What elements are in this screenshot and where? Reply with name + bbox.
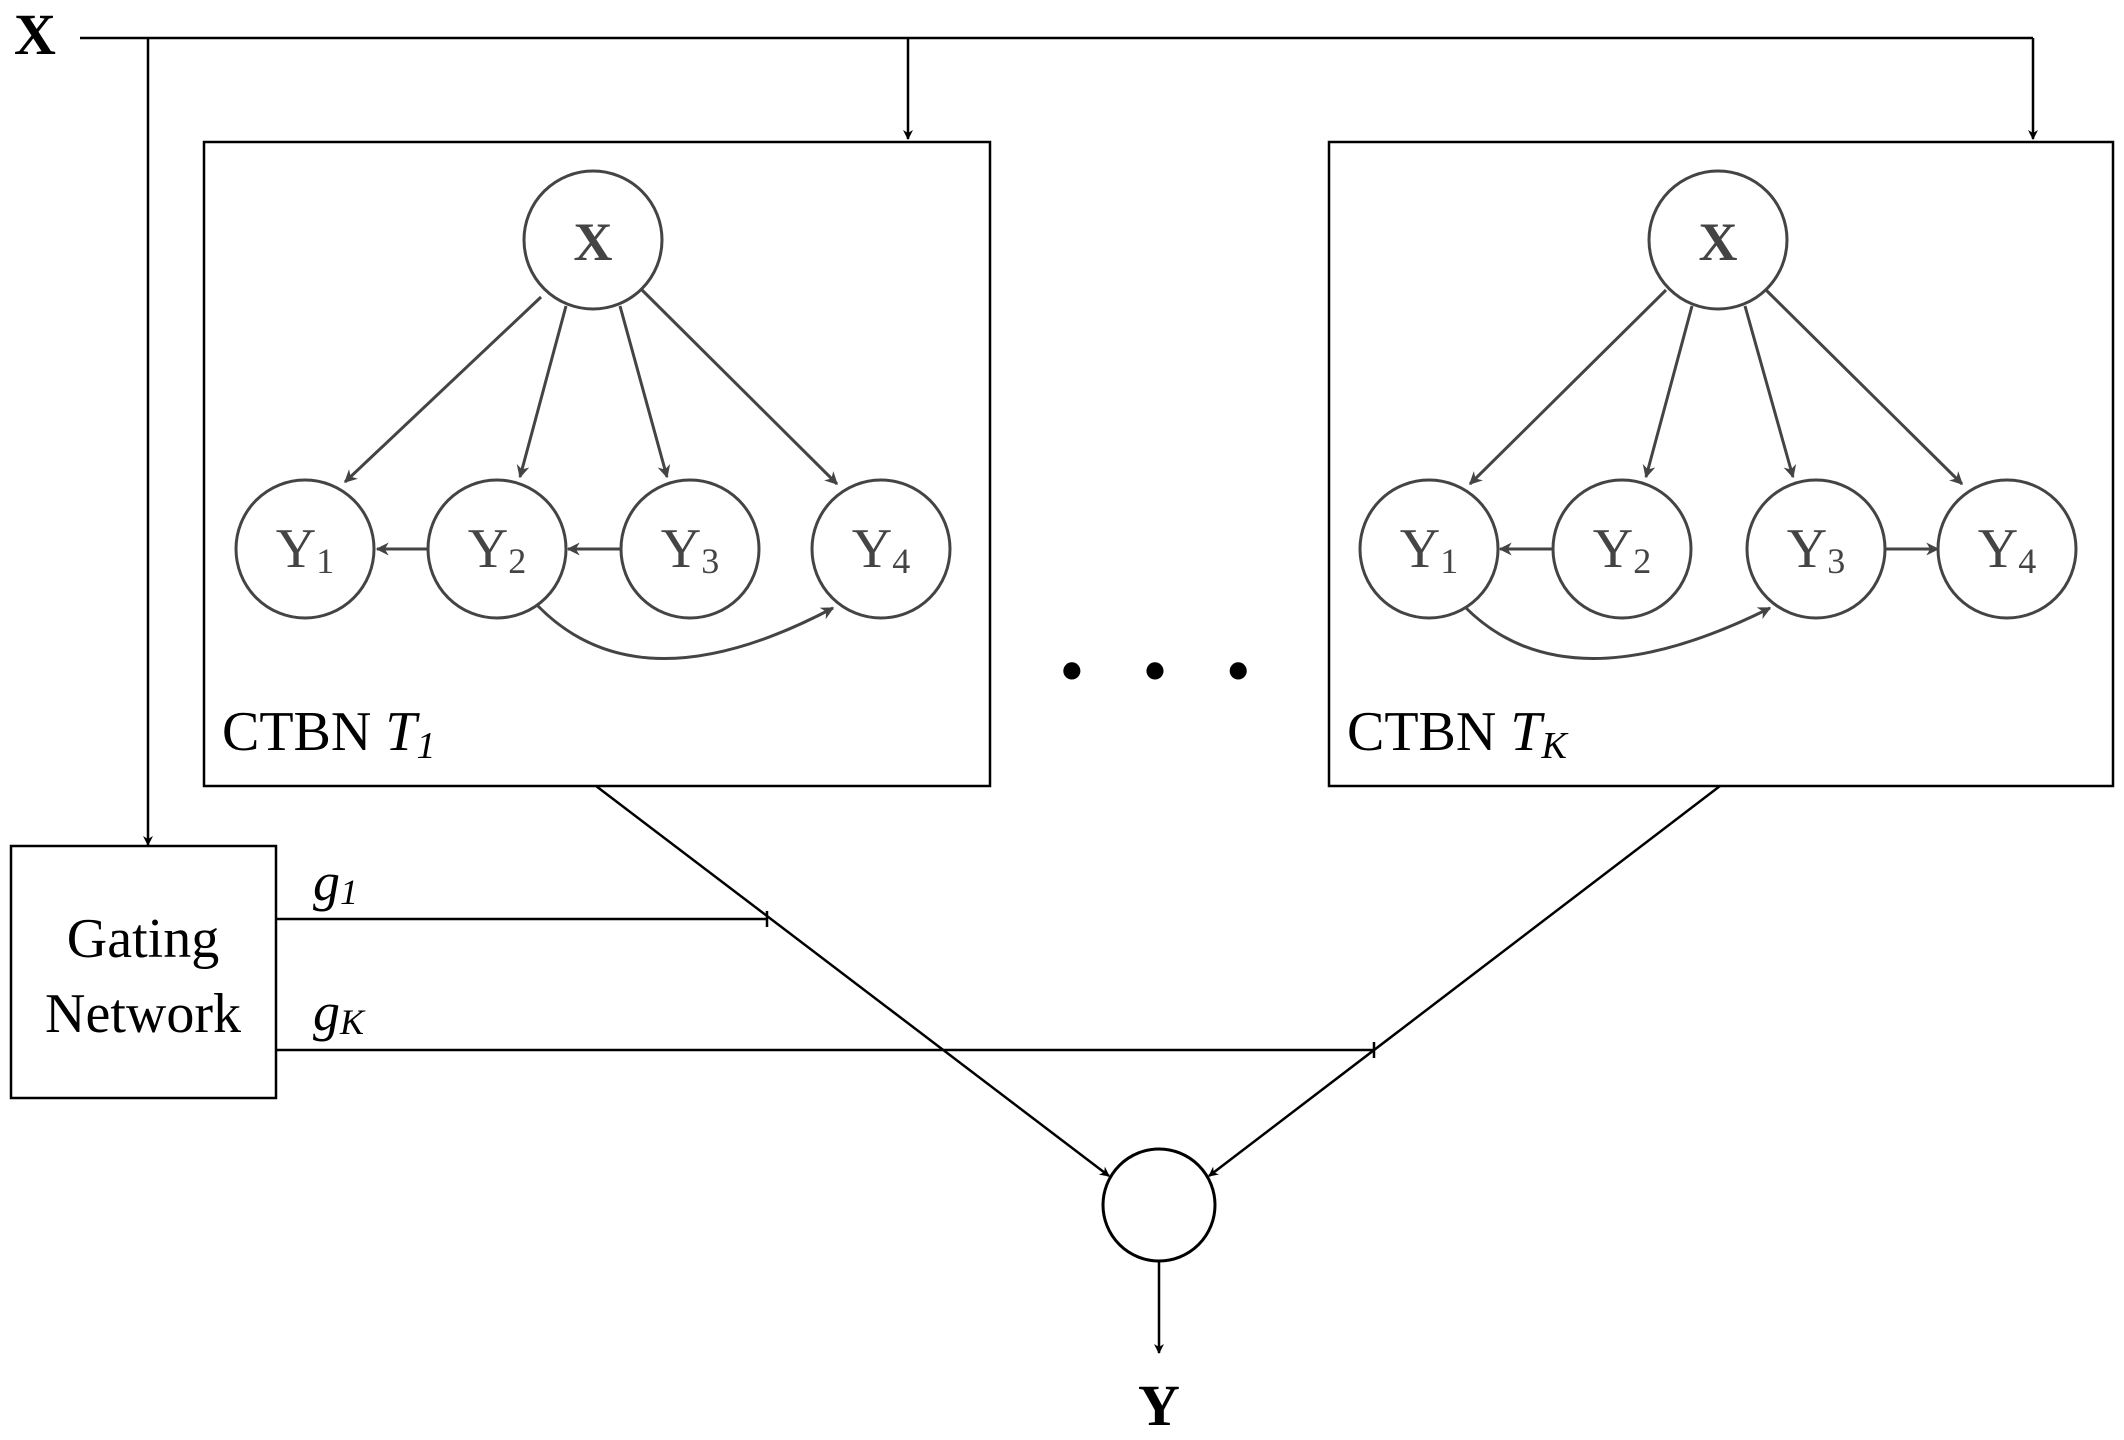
ctbn1-y2-label: Y2 <box>468 518 526 581</box>
gate-weight-1: g1 <box>313 852 358 912</box>
ctbnk-node-y1 <box>1358 478 1500 620</box>
ctbn1-node-y4 <box>810 478 952 620</box>
gating-network-line2: Network <box>45 983 241 1045</box>
ctbn1-y3-label: Y3 <box>661 518 719 581</box>
ctbn1-y1-label: Y1 <box>276 518 334 581</box>
ctbn1-node-y1 <box>234 478 376 620</box>
ctbn1-y4-label: Y4 <box>852 518 910 581</box>
gate-lines <box>276 911 1376 1058</box>
ctbn-box-k: X Y1 Y2 Y3 Y4 CTBN TK <box>1327 140 2115 788</box>
ctbn1-node-y2 <box>426 478 568 620</box>
ctbn1-caption: CTBN T1 <box>222 701 436 767</box>
ctbnk-caption: CTBN TK <box>1347 701 1569 767</box>
ctbnk-y2-label: Y2 <box>1593 518 1651 581</box>
combination-node <box>1101 1147 1217 1263</box>
ctbn1-node-x <box>522 169 664 311</box>
ellipsis: • • • <box>1059 631 1271 711</box>
ctbnk-y4-label: Y4 <box>1978 518 2036 581</box>
ctbnk-root-label: X <box>1699 212 1738 272</box>
input-distribution-lines <box>80 36 2038 846</box>
ctbnk-node-y3 <box>1745 478 1887 620</box>
ctbn1-root-label: X <box>574 212 613 272</box>
gating-network-line1: Gating <box>67 908 219 970</box>
ctbn-box-1: X Y1 Y2 Y3 Y4 CTBN T1 <box>202 140 992 788</box>
combine-lines <box>595 785 1721 1354</box>
input-label: X <box>14 2 56 67</box>
output-label: Y <box>1138 1373 1180 1438</box>
ctbnk-node-y4 <box>1936 478 2078 620</box>
ctbnk-y3-label: Y3 <box>1787 518 1845 581</box>
gating-network-box: Gating Network <box>9 844 278 1100</box>
gate-weight-k: gK <box>313 982 366 1042</box>
ctbnk-node-x <box>1647 169 1789 311</box>
ctbnk-y1-label: Y1 <box>1400 518 1458 581</box>
ctbnk-node-y2 <box>1551 478 1693 620</box>
ctbn1-node-y3 <box>619 478 761 620</box>
